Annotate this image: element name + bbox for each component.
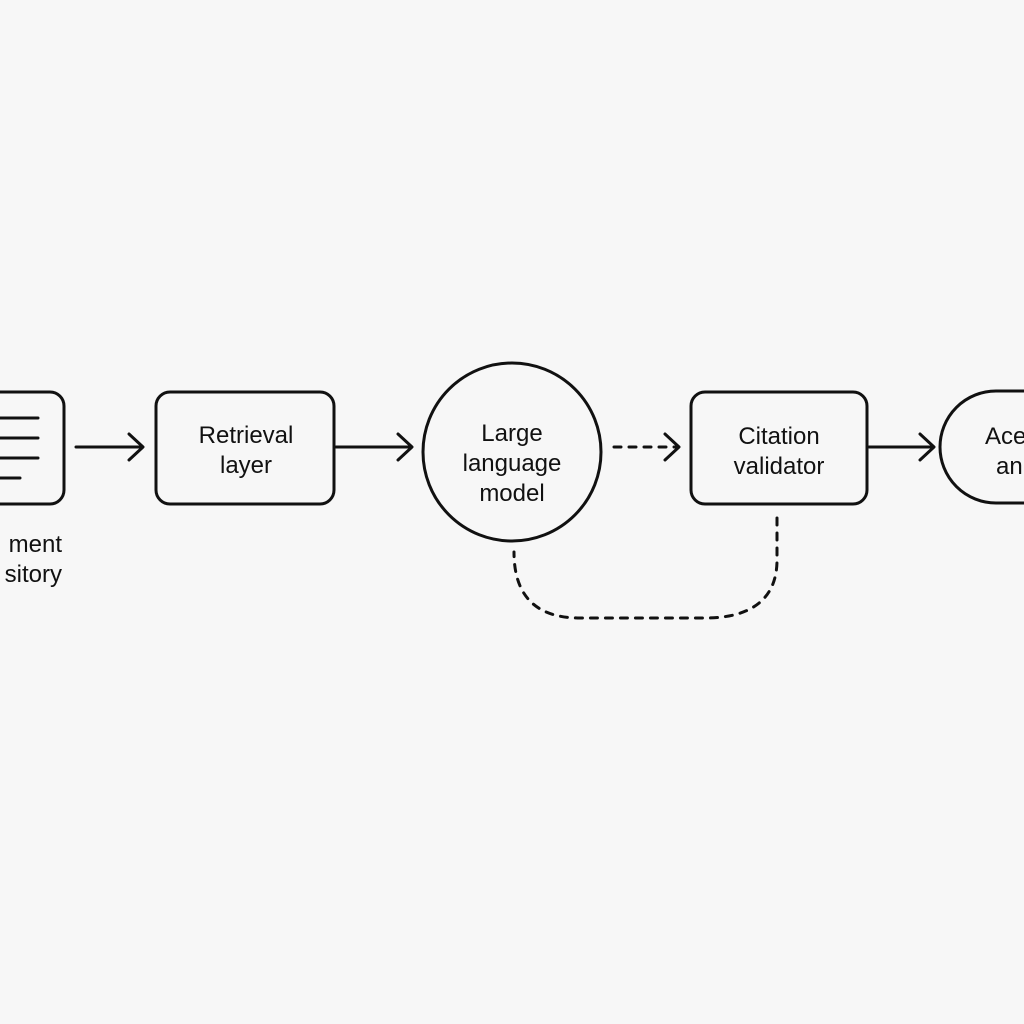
arrowhead-icon [663,432,681,462]
document-lines-icon [0,416,40,480]
citation-validator-box [689,390,869,506]
llm-label-line2: language [462,450,562,477]
citation-validator-label-line1: Citation [738,423,820,450]
llm-label-line3: model [479,480,545,507]
retrieval-layer-label-line1: Retrieval [198,422,294,449]
accepted-answer-pill [938,389,1024,505]
edge-validator-feedback-loop [512,516,779,620]
accepted-answer-label-line2: an [996,453,1023,480]
arrowhead-icon [918,432,936,462]
accepted-answer-label-line1: Ace [985,423,1024,450]
llm-label-line1: Large [481,420,543,447]
retrieval-layer-box [154,390,336,506]
retrieval-layer-label-line2: layer [219,452,273,479]
citation-validator-label-line2: validator [733,453,825,480]
edge-repository-to-retrieval [74,432,145,462]
document-repository-box [0,390,66,506]
large-language-model-circle [421,361,603,543]
edge-retrieval-to-llm [334,432,414,462]
document-repository-label-line2: sitory [4,561,62,588]
edge-llm-to-validator [612,432,681,462]
document-repository-label-line1: ment [8,531,62,558]
edge-validator-to-answer [867,432,936,462]
arrowhead-icon [127,432,145,462]
arrowhead-icon [396,432,414,462]
document-repository-node [0,390,66,506]
